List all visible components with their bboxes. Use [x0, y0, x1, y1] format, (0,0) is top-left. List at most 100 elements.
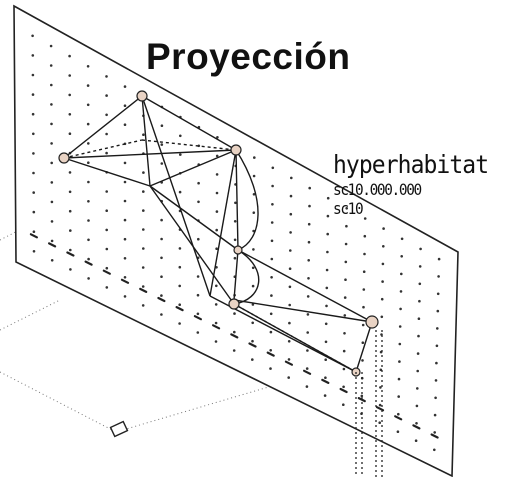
peg-hole — [252, 174, 256, 178]
peg-hole — [141, 266, 145, 269]
peg-hole — [142, 133, 145, 136]
peg-hole — [32, 132, 35, 136]
peg-hole — [32, 250, 36, 253]
peg-hole — [196, 312, 200, 316]
peg-hole — [324, 358, 328, 362]
peg-hole — [160, 294, 163, 297]
peg-hole — [326, 196, 330, 200]
peg-hole — [378, 403, 382, 407]
peg-hole — [344, 278, 347, 282]
peg-hole — [306, 295, 310, 298]
peg-hole — [142, 171, 145, 174]
peg-hole — [31, 73, 35, 77]
peg-hole — [433, 431, 437, 434]
peg-hole — [399, 307, 402, 311]
peg-hole — [345, 224, 348, 228]
peg-hole — [343, 332, 346, 335]
peg-hole — [123, 180, 127, 184]
projected-structure — [63, 95, 373, 373]
peg-hole — [197, 181, 200, 185]
peg-hole — [326, 214, 330, 218]
peg-hole — [105, 113, 108, 117]
peg-hole — [343, 314, 347, 317]
peg-hole — [433, 413, 437, 417]
peg-hole — [270, 294, 273, 297]
peg-hole — [69, 248, 72, 252]
peg-hole — [400, 254, 404, 258]
board-bottom-marks — [29, 233, 439, 439]
peg-hole — [362, 270, 366, 274]
peg-hole — [142, 209, 145, 212]
peg-hole — [419, 247, 422, 251]
board-mark — [84, 260, 93, 266]
peg-hole — [178, 265, 182, 269]
board-mark — [29, 233, 39, 239]
peg-hole — [269, 312, 273, 316]
peg-hole — [32, 210, 36, 214]
peg-hole — [269, 349, 273, 352]
board-mark — [66, 251, 75, 257]
board-mark — [47, 242, 57, 248]
peg-hole — [160, 143, 164, 146]
peg-hole — [87, 219, 90, 222]
peg-hole — [105, 266, 109, 270]
peg-hole — [196, 275, 200, 278]
peg-hole — [215, 191, 219, 195]
peg-hole — [50, 259, 54, 262]
peg-hole — [160, 237, 163, 241]
peg-hole — [326, 232, 330, 236]
peg-hole — [214, 303, 218, 306]
board-mark — [139, 287, 148, 293]
peg-hole — [434, 379, 438, 382]
peg-hole — [123, 295, 127, 298]
peg-hole — [50, 200, 54, 204]
board-mark — [284, 360, 293, 366]
peg-hole — [123, 276, 127, 279]
peg-hole — [382, 227, 385, 230]
peg-hole — [87, 277, 90, 280]
peg-hole — [288, 321, 291, 325]
peg-hole — [216, 136, 219, 139]
peg-hole — [142, 247, 145, 250]
peg-hole — [215, 154, 219, 158]
peg-hole — [380, 315, 384, 319]
peg-hole — [69, 268, 72, 271]
peg-hole — [252, 248, 255, 251]
peg-hole — [360, 394, 364, 398]
peg-hole — [251, 266, 255, 270]
peg-hole — [271, 166, 275, 170]
peg-hole — [396, 430, 400, 434]
peg-hole — [233, 238, 237, 242]
peg-hole — [361, 359, 364, 362]
peg-hole — [251, 339, 254, 343]
peg-hole — [251, 284, 255, 288]
peg-hole — [415, 404, 419, 408]
peg-hole — [68, 209, 72, 213]
peg-hole — [288, 285, 292, 289]
peg-hole — [233, 330, 236, 334]
hyperhabitat-label: hyperhabitat — [333, 150, 489, 179]
peg-hole — [418, 265, 422, 268]
peg-hole — [398, 325, 402, 328]
peg-hole — [252, 211, 256, 214]
diagram-title: Proyección — [146, 36, 351, 77]
peg-hole — [105, 247, 109, 251]
peg-hole — [305, 385, 309, 388]
peg-hole — [324, 322, 328, 326]
peg-hole — [32, 152, 35, 155]
board-mark — [303, 369, 312, 375]
peg-hole — [141, 304, 145, 307]
peg-hole — [271, 184, 274, 188]
peg-hole — [399, 290, 403, 293]
peg-hole — [123, 237, 127, 241]
peg-hole — [214, 321, 218, 325]
peg-hole — [105, 151, 108, 155]
structure-nodes — [58, 90, 379, 377]
peg-hole — [325, 286, 329, 290]
board-mark — [102, 269, 111, 275]
peg-hole — [436, 327, 439, 330]
peg-hole — [287, 376, 291, 379]
peg-hole — [400, 272, 403, 276]
peg-hole — [160, 275, 163, 279]
